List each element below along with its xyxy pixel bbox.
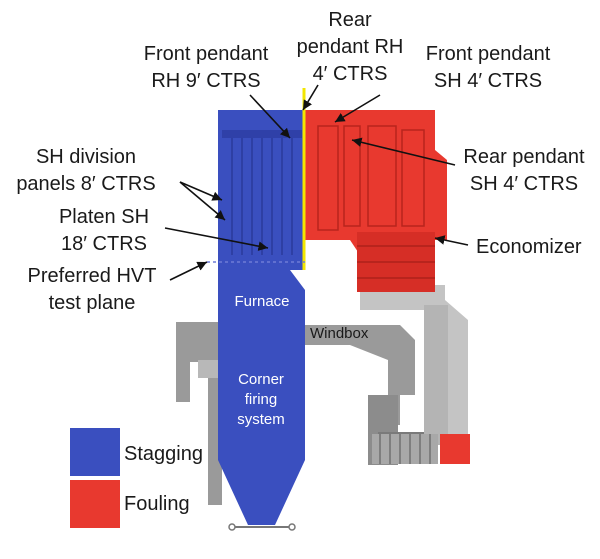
- stagging-zone: [218, 110, 305, 525]
- windbox-region: [305, 325, 415, 425]
- label-sh-division: SH division panels 8′ CTRS: [16, 146, 155, 195]
- svg-text:system: system: [237, 411, 285, 428]
- svg-text:Rear: Rear: [328, 9, 372, 31]
- svg-text:test plane: test plane: [49, 292, 136, 314]
- svg-text:SH 4′ CTRS: SH 4′ CTRS: [434, 70, 542, 92]
- bottom-support: [228, 523, 296, 531]
- label-platen-sh: Platen SH 18′ CTRS: [59, 206, 149, 255]
- label-front-pendant-rh: Front pendant RH 9′ CTRS: [144, 43, 269, 92]
- svg-text:18′ CTRS: 18′ CTRS: [61, 233, 147, 255]
- svg-text:Preferred HVT: Preferred HVT: [28, 265, 157, 287]
- svg-text:Front pendant: Front pendant: [144, 43, 269, 65]
- legend-swatch-stagging: [70, 428, 120, 476]
- svg-text:pendant RH: pendant RH: [297, 36, 404, 58]
- legend: Stagging Fouling: [70, 428, 203, 528]
- label-front-pendant-sh: Front pendant SH 4′ CTRS: [426, 43, 551, 92]
- backpass-chute: [424, 305, 448, 445]
- svg-text:panels 8′ CTRS: panels 8′ CTRS: [16, 173, 155, 195]
- legend-swatch-fouling: [70, 480, 120, 528]
- gray-ductwork: [176, 285, 468, 505]
- label-rear-pendant-rh: Rear pendant RH 4′ CTRS: [297, 9, 404, 85]
- svg-text:RH 9′ CTRS: RH 9′ CTRS: [151, 70, 260, 92]
- svg-text:SH 4′ CTRS: SH 4′ CTRS: [470, 173, 578, 195]
- air-heater-fouling: [440, 434, 470, 464]
- furnace-nose: [218, 258, 305, 460]
- label-corner-firing: Corner firing system: [237, 371, 285, 428]
- svg-text:SH division: SH division: [36, 146, 136, 168]
- label-hvt-plane: Preferred HVT test plane: [28, 265, 157, 314]
- fouling-zone: [305, 110, 470, 464]
- legend-label-fouling: Fouling: [124, 493, 190, 515]
- svg-text:Platen SH: Platen SH: [59, 206, 149, 228]
- label-windbox: Windbox: [310, 325, 369, 342]
- label-economizer: Economizer: [476, 236, 582, 258]
- left-duct-connector: [198, 360, 222, 378]
- label-furnace: Furnace: [234, 293, 289, 310]
- svg-text:Corner: Corner: [238, 371, 284, 388]
- label-rear-pendant-sh: Rear pendant SH 4′ CTRS: [463, 146, 585, 195]
- svg-text:4′ CTRS: 4′ CTRS: [313, 63, 388, 85]
- furnace-hopper: [218, 460, 305, 525]
- air-heater: [372, 434, 438, 464]
- leader-lines: [164, 84, 469, 281]
- svg-text:firing: firing: [245, 391, 278, 408]
- svg-text:Front pendant: Front pendant: [426, 43, 551, 65]
- left-air-duct: [176, 322, 222, 505]
- legend-label-stagging: Stagging: [124, 443, 203, 465]
- svg-text:Rear pendant: Rear pendant: [463, 146, 585, 168]
